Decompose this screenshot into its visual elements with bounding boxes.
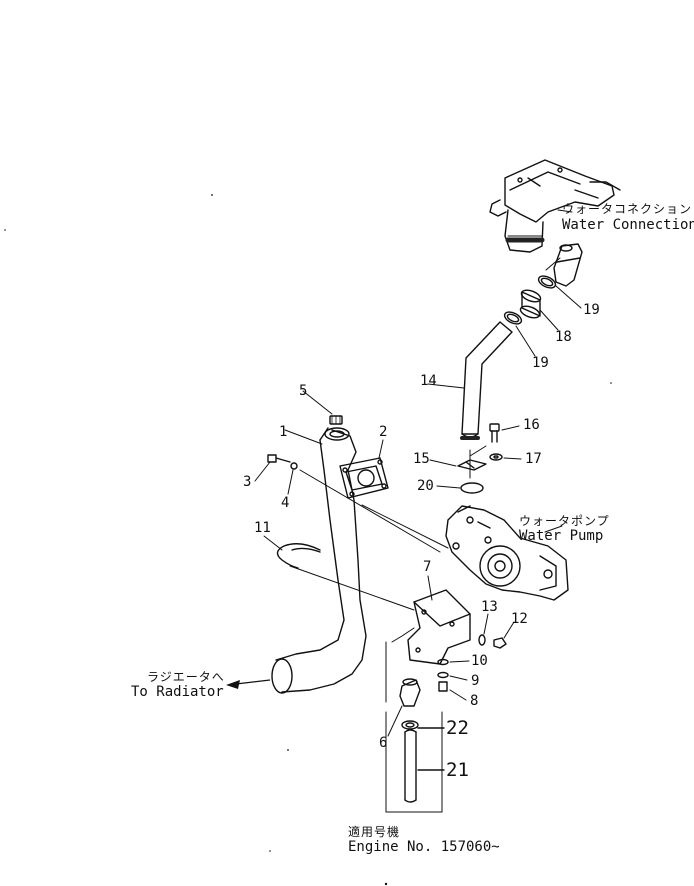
water-connection-label-en: Water Connection: [562, 217, 694, 233]
part-label-14: 14: [420, 373, 437, 389]
part-label-9: 9: [471, 673, 480, 689]
washer-17: [489, 453, 503, 461]
to-radiator-label-jp: ラジエータへ: [147, 670, 225, 684]
part-label-7: 7: [423, 559, 432, 575]
flange-2: [339, 457, 389, 499]
washer-10: [437, 658, 449, 666]
serial-label-jp: 適用号機: [348, 825, 401, 839]
to-radiator-arrow: [226, 679, 271, 689]
water-pump: [445, 505, 569, 601]
part-label-19-lower: 19: [532, 355, 549, 371]
hose-18: [519, 289, 542, 319]
drain-cock-6: [399, 678, 421, 707]
water-connection-outlet: [553, 243, 583, 287]
bolt-8: [438, 681, 448, 692]
pipe-1: [271, 427, 367, 694]
part-label-10: 10: [471, 653, 488, 669]
part-label-2: 2: [379, 424, 388, 440]
washer-9: [437, 671, 449, 679]
part-label-12: 12: [511, 611, 528, 627]
part-label-6: 6: [379, 735, 388, 751]
clip-11: [276, 543, 321, 569]
plug-5: [329, 415, 343, 425]
part-label-22: 22: [446, 717, 469, 739]
serial-label-en: Engine No. 157060~: [348, 839, 500, 855]
cap-22: [401, 720, 419, 730]
part-label-5: 5: [299, 383, 308, 399]
water-pump-label-jp: ウォータポンプ: [519, 514, 610, 528]
part-label-20: 20: [417, 478, 434, 494]
part-label-8: 8: [470, 693, 479, 709]
bolt-3: [267, 454, 291, 463]
clamp-19-lower: [503, 311, 523, 325]
nut-12: [493, 637, 507, 649]
part-label-4: 4: [281, 495, 290, 511]
water-connection-housing: [489, 159, 621, 253]
part-label-17: 17: [525, 451, 542, 467]
plate-15: [457, 459, 487, 471]
part-label-19-upper: 19: [583, 302, 600, 318]
leader-lines: [254, 209, 582, 771]
washer-13: [478, 634, 486, 646]
to-radiator-label-en: To Radiator: [131, 684, 224, 700]
part-label-18: 18: [555, 329, 572, 345]
part-label-11: 11: [254, 520, 271, 536]
pipe-21: [404, 729, 417, 803]
clamp-19-upper: [537, 275, 557, 289]
assembly-lines: [289, 257, 561, 643]
scan-specks: [4, 194, 612, 886]
part-label-1: 1: [279, 424, 288, 440]
water-pump-label-en: Water Pump: [519, 528, 604, 544]
serial-bracket: [385, 641, 443, 813]
water-connection-label-jp: ウォータコネクション: [562, 202, 693, 216]
washer-4: [290, 462, 298, 470]
bolt-16: [489, 423, 500, 443]
part-label-3: 3: [243, 474, 252, 490]
part-label-15: 15: [413, 451, 430, 467]
part-label-13: 13: [481, 599, 498, 615]
o-ring-20: [460, 482, 484, 494]
pipe-14: [460, 321, 513, 440]
part-label-16: 16: [523, 417, 540, 433]
part-label-21: 21: [446, 759, 469, 781]
bracket-7: [407, 589, 471, 665]
